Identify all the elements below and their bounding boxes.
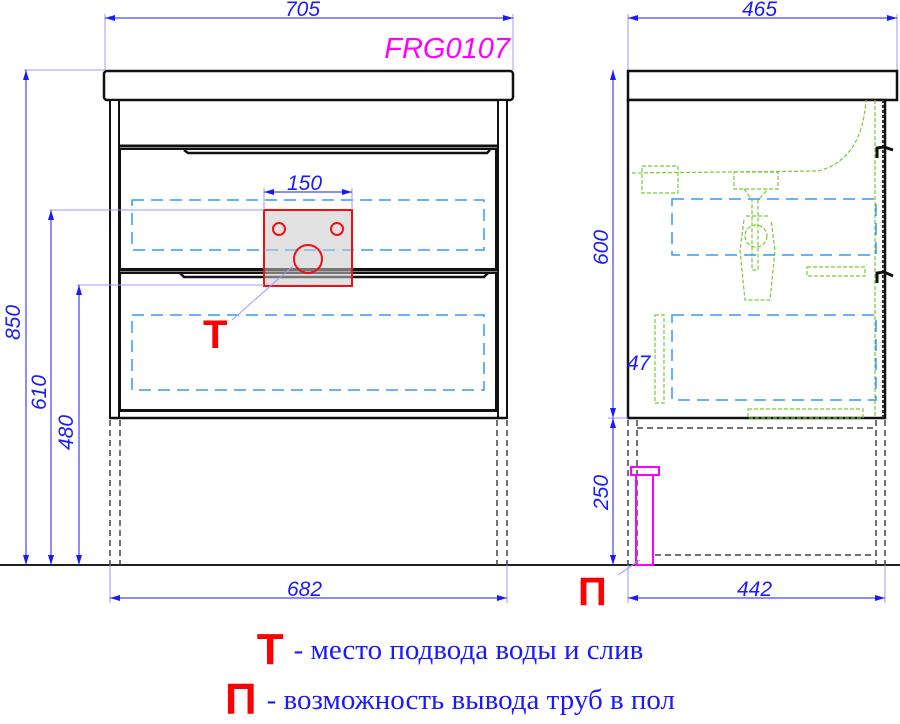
drain-outlet (293, 244, 323, 274)
model-code: FRG0107 (384, 33, 512, 65)
drawer-handle-side-upper (875, 145, 894, 158)
dimension-465: 465 (742, 0, 777, 21)
drawer-lower (119, 272, 497, 411)
legend-symbol-p: П (224, 675, 257, 724)
dimension-705: 705 (285, 0, 320, 21)
cabinet-left-side (109, 99, 120, 419)
dimension-600: 600 (590, 230, 613, 265)
dimension-850: 850 (2, 305, 25, 340)
countertop-front (102, 69, 515, 102)
legend-text-water: - место подвода воды и слив (293, 633, 644, 666)
hidden-drawer-box-side-upper (671, 198, 877, 256)
front-view: 705 FRG0107 150 Т 850 (2, 0, 515, 603)
drawer-handle-upper (183, 149, 491, 155)
sink-fixture (631, 99, 876, 419)
marker-p-side: П (578, 570, 607, 614)
dimension-47: 47 (627, 352, 652, 375)
legend-text-floor: - возможность вывода труб в пол (266, 683, 676, 716)
legend-item-floor: П - возможность вывода труб в пол (0, 678, 900, 722)
water-inlet-right (330, 222, 344, 236)
dimension-442: 442 (737, 578, 772, 601)
legend-item-water: Т - место подвода воды и слив (0, 628, 900, 672)
marker-t-front: Т (203, 313, 227, 357)
plumbing-panel (263, 209, 353, 287)
side-view: 465 47 П (578, 0, 899, 614)
legend-symbol-t: Т (256, 625, 284, 674)
cabinet-body-side (626, 98, 887, 420)
dimension-480: 480 (55, 415, 78, 450)
drawer-handle-side-lower (875, 270, 894, 283)
dimension-610: 610 (28, 375, 51, 410)
dimension-250: 250 (590, 475, 613, 511)
dimension-682: 682 (287, 578, 322, 601)
hidden-drawer-box-side-lower (671, 314, 877, 401)
countertop-side (626, 69, 899, 102)
hidden-drawer-box-lower (131, 314, 485, 391)
water-inlet-left (272, 222, 286, 236)
cabinet-right-side (497, 99, 508, 419)
floor-pipe-outlet (635, 474, 654, 566)
dimension-150: 150 (287, 172, 322, 195)
